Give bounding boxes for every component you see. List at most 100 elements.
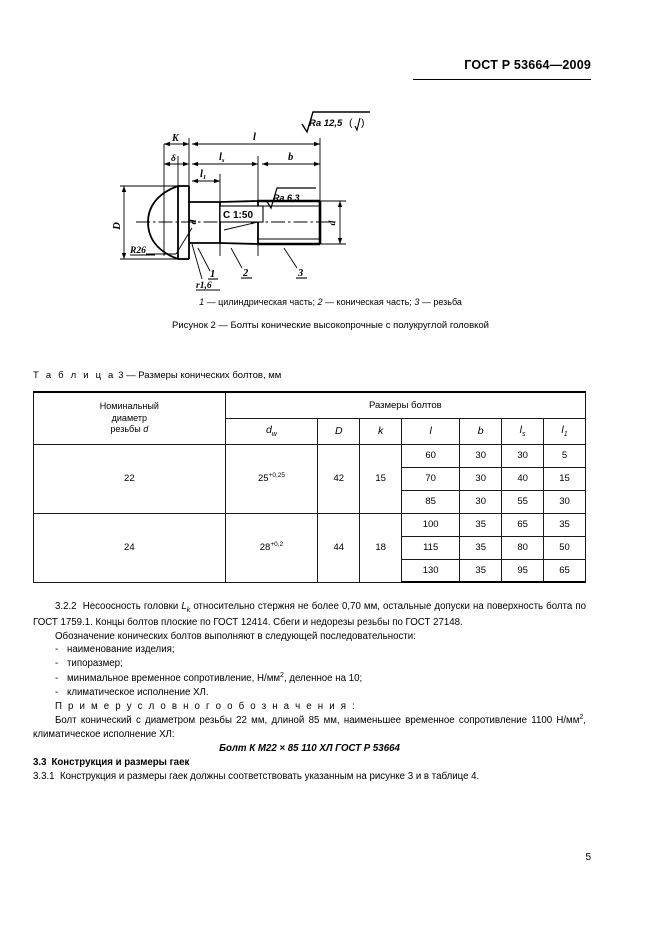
callout-1-leader [197,247,210,272]
table-row: 130 35 95 65 [34,558,586,583]
clause-3-2-2: 3.2.2 Несоосность головки Lk относительн… [33,600,586,630]
body-content: 3.2.2 Несоосность головки Lk относительн… [33,600,586,784]
callout-3-leader [283,247,297,269]
header-nominal-diameter: Номинальный диаметр резьбы d [33,391,226,445]
cell-l1-g0r0: 5 [543,443,586,468]
dim-label-ls: ls [219,152,225,164]
bolt-technical-drawing: Ra 12,5 ( ) K [112,111,370,291]
surface-roughness-main-symbol [300,111,370,134]
designation-intro: Обозначение конических болтов выполняют … [55,630,416,642]
clause-3-3-1-text: Конструкция и размеры гаек должны соотве… [59,770,480,782]
cell-l1-g0r2: 30 [543,489,586,514]
header-rule [413,79,591,80]
cell-k-g1: 18 [359,512,403,583]
col-header-b: b [459,417,503,445]
table-row: 70 30 40 15 [34,466,586,491]
figure-legend: 1 — цилиндрическая часть; 2 — коническая… [0,297,661,307]
nominal-l3: резьбы [110,423,141,434]
surface-roughness-thread-symbol [264,187,316,210]
bolt-thread-part [257,199,321,246]
table-title-label: Т а б л и ц а [33,370,116,381]
clause-3-2-2-number: 3.2.2 [55,601,77,612]
cell-b-g1r2: 35 [459,558,503,583]
callout-1-label: 1 [210,269,215,280]
radius-fillet-label: r1,6 [196,281,212,291]
cell-ls-g1r0: 65 [501,512,545,537]
dimension-K [163,138,189,256]
col-header-l1: l1 [543,417,586,445]
cell-b-g0r1: 30 [459,466,503,491]
bolt-head-profile [146,185,190,260]
cell-b-g0r0: 30 [459,443,503,468]
cell-b-g1r1: 35 [459,535,503,560]
cell-ls-g0r0: 30 [501,443,545,468]
list-item-label: наименование изделия; [67,644,175,656]
cell-dw-g0: 25+0,25 [224,443,319,514]
cell-D-g0: 42 [317,443,361,514]
clause-3-3-1: 3.3.1 Конструкция и размеры гаек должны … [33,770,586,784]
clause-3-3-1-number: 3.3.1 [33,770,55,782]
clause-3-2-2-symbol-sub: k [186,606,191,614]
radius-head-leader [145,227,192,255]
list-item-label-post: , деленное на 10; [283,673,363,685]
list-item-label: климатическое исполнение ХЛ. [67,686,209,698]
list-item-label: типоразмер; [67,658,123,670]
nominal-l1: Номинальный [99,401,159,412]
col-header-l: l [401,417,461,445]
col-header-dw: dw [224,417,319,445]
dimension-D [119,185,178,260]
dimension-delta [163,156,189,256]
example-text: Болт конический с диаметром резьбы 22 мм… [33,713,586,742]
cell-D-g1: 44 [317,512,361,583]
legend-text-2: — коническая часть; [322,297,415,307]
list-item: -наименование изделия; [33,643,586,657]
bolt-thread-inner [257,205,320,240]
cell-l-g1r1: 115 [401,535,461,560]
clause-3-2-2-text-post: относительно стержня не более 0,70 мм, о… [33,601,586,628]
dim-label-l1: l1 [200,169,206,181]
nominal-l2: диаметр [111,412,147,423]
cell-l1-g1r0: 35 [543,512,586,537]
nominal-symbol: d [143,423,149,434]
dimensions-table: Номинальный диаметр резьбы d Размеры бол… [33,391,587,583]
table-row: 22 25+0,25 42 15 60 30 30 5 [33,443,586,514]
radius-fillet-leader [191,243,202,280]
radius-head-label: R26 [129,246,146,256]
col-header-ls: ls [501,417,545,445]
dim-label-b: b [288,152,293,163]
cell-l1-g0r1: 15 [543,466,586,491]
taper-label-box [218,205,264,223]
dimension-b [261,161,320,167]
figure-caption: Рисунок 2 — Болты конические высокопрочн… [172,320,489,331]
dim-label-delta: δ [171,154,176,164]
callout-2-label: 2 [242,268,249,279]
roughness-main-label: Ra 12,5 [309,118,343,129]
clause-3-2-2-text-pre: Несоосность головки [82,601,182,612]
cell-b-g1r0: 35 [459,512,503,537]
legend-num-2: 2 [317,297,323,307]
list-dash: - [55,658,59,670]
cell-l-g0r0: 60 [401,443,461,468]
cell-k-g0: 15 [359,443,403,514]
cell-l1-g1r2: 65 [543,558,586,583]
clause-3-2-2-symbol: L [181,601,187,612]
table-header-row-bottom: dw D k l b ls l1 [34,417,586,445]
legend-text-3: — резьба [419,297,462,307]
legend-num-1: 1 [199,297,205,307]
cell-l1-g1r1: 50 [543,535,586,560]
example-heading: П р и м е р у с л о в н о г о о б о з н … [55,700,357,712]
legend-text-1: — цилиндрическая часть; [204,297,318,307]
table-header-row-top: Номинальный диаметр резьбы d Размеры бол… [33,391,587,445]
table-number: 3 [118,370,124,381]
cell-l-g1r0: 100 [401,512,461,537]
cell-l-g0r1: 70 [401,466,461,491]
legend-num-3: 3 [414,297,420,307]
cell-l-g0r2: 85 [401,489,461,514]
list-item: -минимальное временное сопротивление, Н/… [33,671,586,686]
cell-ls-g0r2: 55 [501,489,545,514]
list-item-label-pre: минимальное временное сопротивление, Н/м… [67,673,281,685]
cell-dw-g1: 28+0,2 [224,512,319,583]
list-dash: - [55,644,59,656]
